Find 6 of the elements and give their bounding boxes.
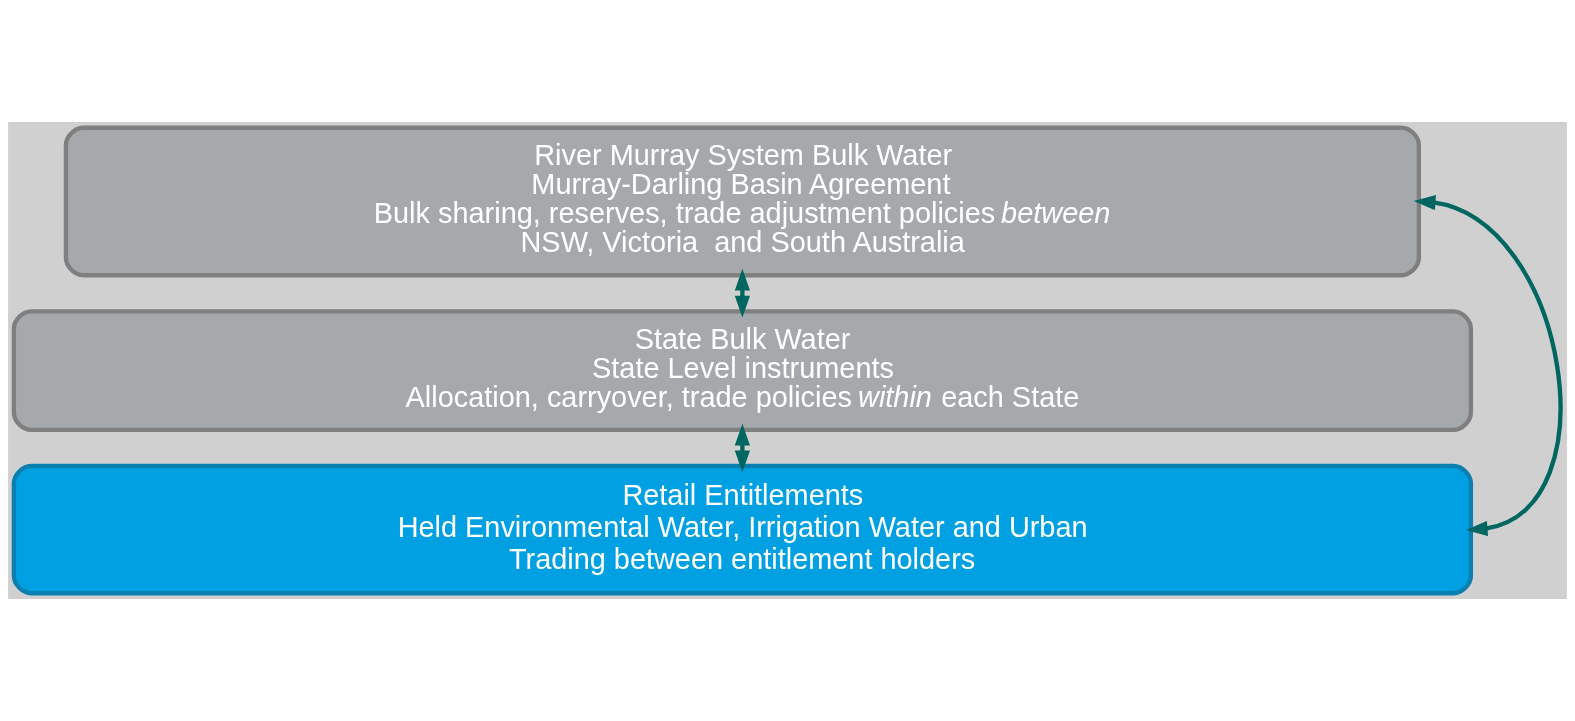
- arrow: [1413, 194, 1563, 537]
- node-box: State Bulk Water State Level instruments Allocation, carryover, trade policies within each State: [11, 309, 1474, 433]
- node-box: River Murray System Bulk Water Murray-Darling Basin Agreement Bulk sharing, reserves, trade adjustment policies between NSW, Victoria and South Australia: [63, 125, 1421, 278]
- arrow: [734, 423, 750, 473]
- node-box: Retail Entitlements Held Environmental Water, Irrigation Water and Urban Trading between entitlement holders: [11, 463, 1474, 596]
- arrow: [734, 268, 750, 318]
